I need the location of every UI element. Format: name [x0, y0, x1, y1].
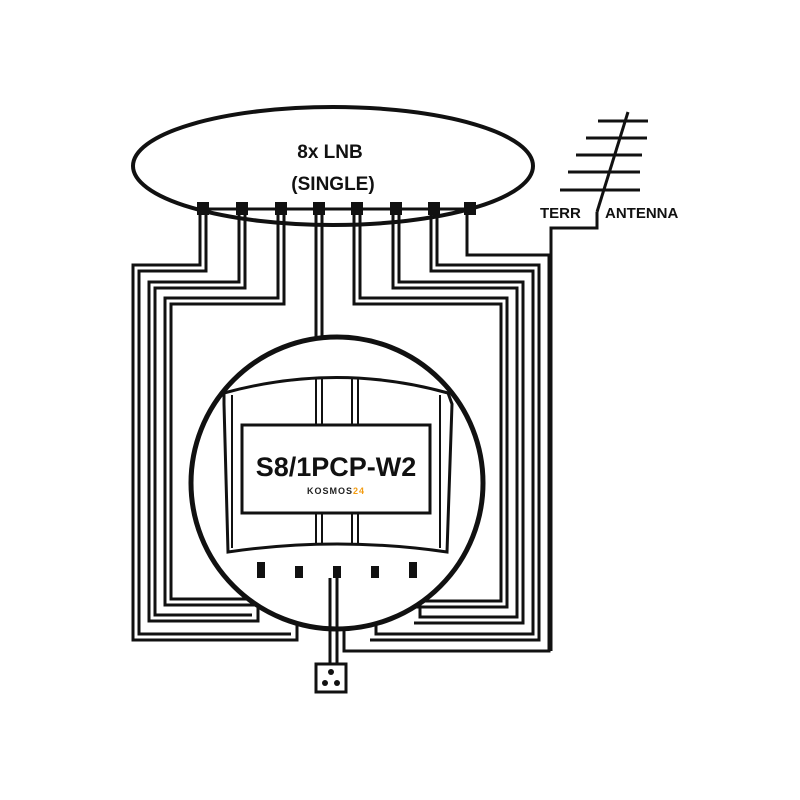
lnb-port [236, 202, 248, 215]
lnb-block: 8x LNB (SINGLE) [131, 105, 535, 227]
multiswitch: S8/1PCP-W2 KOSMOS24 [188, 334, 486, 632]
lnb-ports [197, 202, 476, 215]
cable-6 [391, 215, 519, 619]
cable-2 [147, 215, 260, 623]
lnb-title: 8x LNB [297, 142, 362, 163]
connector [333, 566, 341, 578]
switch-connectors [257, 562, 417, 578]
lnb-subtitle: (SINGLE) [291, 174, 374, 195]
cable-6-inner [397, 215, 525, 625]
model-name: S8/1PCP-W2 [256, 452, 417, 482]
connector [295, 566, 303, 578]
antenna-cable [549, 212, 599, 651]
antenna-label-terr: TERR [540, 205, 581, 222]
antenna-mast [595, 111, 630, 213]
lnb-port [351, 202, 363, 215]
cable-7-inner [370, 215, 541, 642]
cable-3-inner [169, 215, 286, 601]
outlet-cable [328, 578, 339, 664]
lnb-port [428, 202, 440, 215]
terrestrial-antenna-icon [549, 111, 648, 651]
lnb-port [390, 202, 402, 215]
housing-rails [315, 378, 359, 545]
brand-prefix: KOSMOS [307, 486, 353, 496]
lnb-port [313, 202, 325, 215]
socket-hole [328, 669, 334, 675]
socket-hole [322, 680, 328, 686]
antenna-label-antenna: ANTENNA [605, 205, 678, 222]
cable-5-inner [358, 215, 509, 609]
cable-1 [131, 215, 299, 642]
socket-box [314, 662, 348, 694]
socket-hole [334, 680, 340, 686]
wall-socket-icon [314, 662, 348, 694]
model-label-box [240, 423, 432, 515]
lnb-ellipse-icon [131, 105, 535, 227]
cable-2-inner [153, 215, 252, 617]
lnb-port [275, 202, 287, 215]
brand-suffix: 24 [353, 486, 365, 496]
brand-logo: KOSMOS24 [307, 486, 365, 496]
connector [409, 562, 417, 578]
lnb-port [197, 202, 209, 215]
cable-8 [342, 215, 551, 653]
connector [257, 562, 265, 578]
lnb-port [464, 202, 476, 215]
connector [371, 566, 379, 578]
cable-1-inner [137, 215, 291, 636]
